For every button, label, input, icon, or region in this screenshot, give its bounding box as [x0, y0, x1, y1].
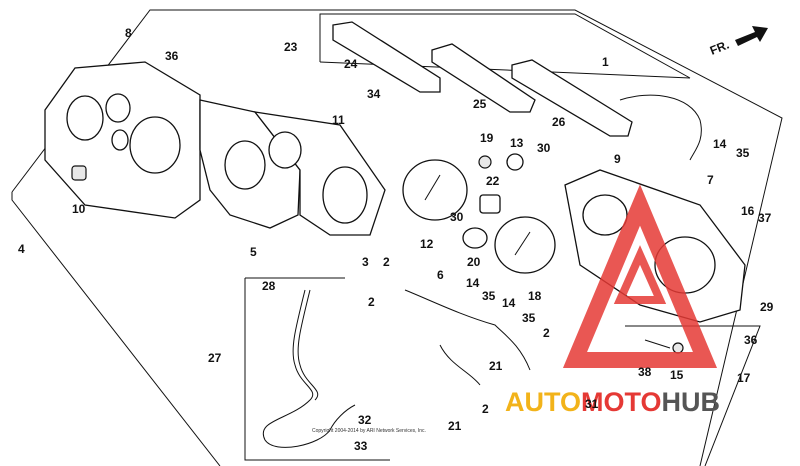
callout-14: 14 [502, 296, 516, 310]
callout-18: 18 [528, 289, 542, 303]
callout-21: 21 [489, 359, 503, 373]
callout-36: 36 [744, 333, 758, 347]
callout-21: 21 [448, 419, 462, 433]
front-direction-indicator: FR. [708, 26, 768, 58]
callout-7: 7 [707, 173, 714, 187]
callout-33: 33 [354, 439, 368, 453]
callout-38: 38 [638, 365, 652, 379]
callout-31: 31 [585, 397, 599, 411]
callout-26: 26 [552, 115, 566, 129]
part-meter-panel [253, 111, 386, 236]
part-module-20 [462, 227, 488, 249]
part-indicator-housings [332, 21, 633, 137]
callout-29: 29 [760, 300, 774, 314]
part-grommet [71, 165, 87, 181]
callout-4: 4 [18, 242, 25, 256]
callout-20: 20 [467, 255, 481, 269]
front-arrow-icon [735, 26, 768, 46]
part-bulb-socket-13 [506, 153, 524, 171]
callout-12: 12 [420, 237, 434, 251]
callout-2: 2 [383, 255, 390, 269]
callout-17: 17 [737, 371, 751, 385]
callout-5: 5 [250, 245, 257, 259]
watermark-text: AUTOMOTOHUB [505, 387, 720, 417]
callout-30: 30 [537, 141, 551, 155]
callout-3: 3 [362, 255, 369, 269]
callout-1: 1 [602, 55, 609, 69]
callout-36: 36 [165, 49, 179, 63]
callout-30: 30 [450, 210, 464, 224]
callout-35: 35 [522, 311, 536, 325]
callout-35: 35 [736, 146, 750, 160]
callout-16: 16 [741, 204, 755, 218]
callout-8: 8 [125, 26, 132, 40]
front-direction-label: FR. [708, 38, 731, 58]
callout-35: 35 [482, 289, 496, 303]
callout-2: 2 [368, 295, 375, 309]
callout-15: 15 [670, 368, 684, 382]
part-module-22 [479, 194, 501, 214]
watermark-auto: AUTO [505, 387, 581, 417]
callout-9: 9 [614, 152, 621, 166]
callout-6: 6 [437, 268, 444, 282]
callout-27: 27 [208, 351, 222, 365]
part-fuel-gauge [402, 159, 468, 221]
callout-labels: 1 2 2 2 2 3 4 5 6 7 8 9 10 11 12 13 14 1… [18, 26, 774, 453]
part-meter-cover [44, 61, 201, 219]
callout-14: 14 [466, 276, 480, 290]
callout-19: 19 [480, 131, 494, 145]
callout-10: 10 [72, 202, 86, 216]
callout-14: 14 [713, 137, 727, 151]
part-sub-harness-branch [439, 344, 481, 386]
callout-37: 37 [758, 211, 772, 225]
watermark-moto: MOTO [581, 387, 662, 417]
part-temp-gauge [494, 216, 556, 274]
callout-34: 34 [367, 87, 381, 101]
part-indicator-wire [619, 94, 702, 161]
callout-22: 22 [486, 174, 500, 188]
watermark-hub: HUB [662, 387, 721, 417]
callout-2: 2 [543, 326, 550, 340]
part-washer-19 [478, 155, 492, 169]
callout-25: 25 [473, 97, 487, 111]
copyright-text: Copyright 2004-2014 by ARI Network Servi… [312, 428, 426, 434]
callout-23: 23 [284, 40, 298, 54]
part-bolt-38 [644, 339, 671, 349]
callout-2: 2 [482, 402, 489, 416]
callout-28: 28 [262, 279, 276, 293]
callout-24: 24 [344, 57, 358, 71]
part-speedo-cable [262, 289, 356, 448]
callout-13: 13 [510, 136, 524, 150]
callout-11: 11 [332, 113, 345, 127]
part-sub-harness [404, 289, 531, 371]
watermark-logo: AUTOMOTOHUB [505, 184, 720, 417]
callout-32: 32 [358, 413, 372, 427]
part-collar-15 [672, 342, 684, 354]
